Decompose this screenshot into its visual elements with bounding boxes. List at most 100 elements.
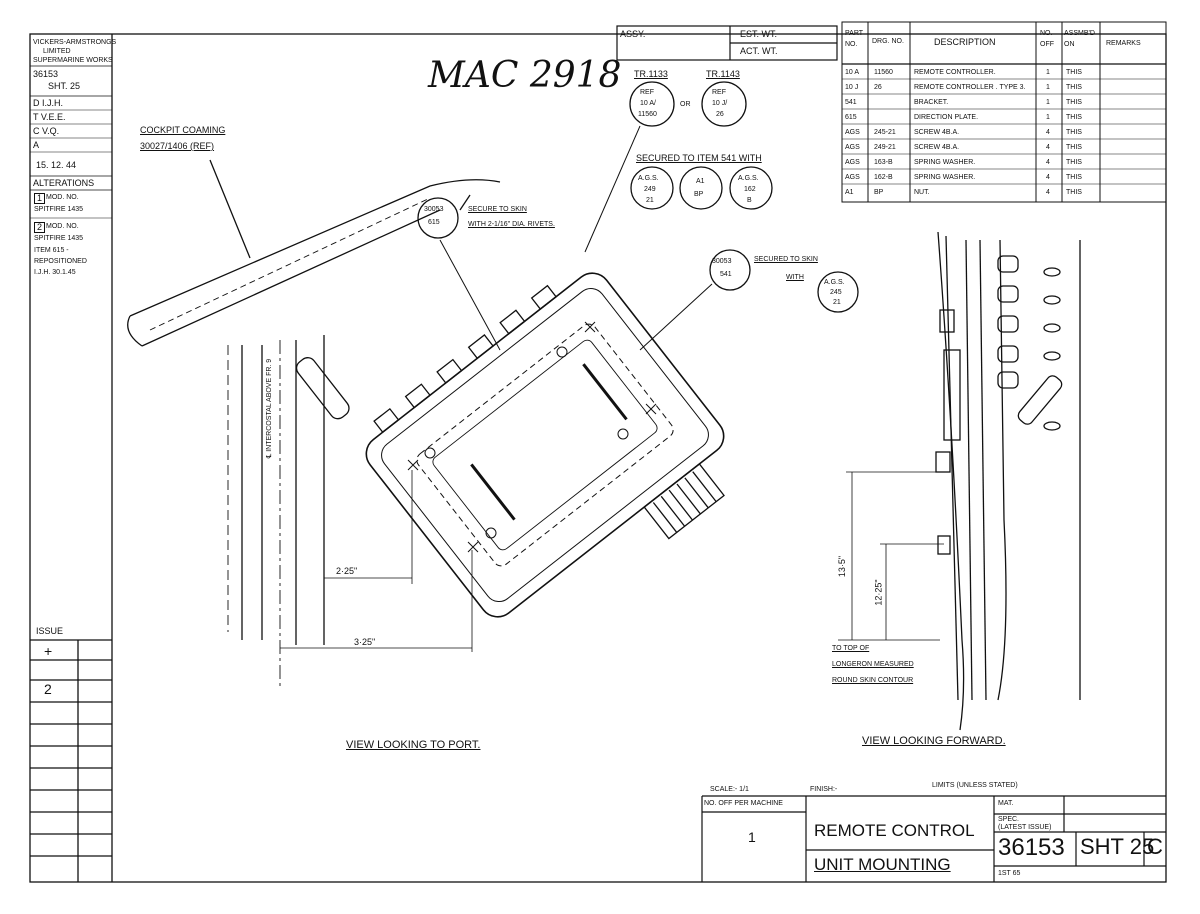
row-3-off: 1	[1046, 99, 1050, 106]
row-7-on: THIS	[1066, 159, 1082, 166]
secured-skin-label: SECURED TO SKIN	[754, 256, 818, 263]
header-assmbd-on: ASSMB'D ON	[1064, 30, 1095, 48]
ags162-line-3: B	[747, 197, 752, 204]
traced-by: T V.E.E.	[33, 112, 66, 122]
ref1-line-2: 10 A/	[640, 100, 656, 107]
b541-line-1: 30053	[712, 258, 732, 265]
row-8-on: THIS	[1066, 174, 1082, 181]
alteration-1-number: 1	[34, 193, 46, 204]
row-7-off: 4	[1046, 159, 1050, 166]
row-6-part: AGS	[845, 144, 860, 151]
alteration-2-line-2: SPITFIRE 1435	[34, 235, 84, 242]
row-8-desc: SPRING WASHER.	[914, 174, 976, 181]
row-6-on: THIS	[1066, 144, 1082, 151]
title-block-lines	[701, 795, 1166, 882]
row-9-desc: NUT.	[914, 189, 930, 196]
ref2-line-2: 10 J/	[712, 100, 728, 107]
row-9-part: A1	[845, 189, 854, 196]
scale-label: SCALE:- 1/1	[710, 786, 749, 793]
sheet-frame	[29, 33, 1167, 883]
forward-view-geometry	[838, 231, 1081, 731]
ags162-line-2: 162	[744, 186, 756, 193]
issue-note: 1st 65	[998, 870, 1021, 877]
port-view-geometry	[127, 125, 725, 690]
to-top-line-2: LONGERON MEASURED	[832, 661, 914, 668]
b615-line-2: 615	[428, 219, 440, 226]
dimension-12-25: 12·25"	[873, 579, 884, 606]
ags245-line-1: A.G.S.	[824, 279, 845, 286]
alteration-2-line-1: MOD. No.	[46, 223, 79, 230]
row-4-off: 1	[1046, 114, 1050, 121]
company-line-3: SUPERMARINE WORKS	[33, 57, 113, 64]
ref1-line-3: 11560	[638, 111, 657, 118]
row-7-part: AGS	[845, 159, 860, 166]
alteration-1-line-2: SPITFIRE 1435	[34, 206, 84, 213]
header-no-off: NO. OFF	[1040, 30, 1054, 48]
spec-line-1: SPEC.	[998, 816, 1020, 823]
row-8-part: AGS	[845, 174, 860, 181]
company-line-1: VICKERS-ARMSTRONGS	[33, 39, 117, 46]
alteration-2-line-3: ITEM 615 -	[34, 247, 69, 254]
drawing-number: 36153	[998, 834, 1065, 861]
row-1-drg: 11560	[874, 69, 893, 76]
ref2-line-1: REF	[712, 89, 726, 96]
row-6-desc: SCREW 4B.A.	[914, 144, 960, 151]
sheet-number: SHT 25	[1080, 834, 1155, 859]
row-2-desc: REMOTE CONTROLLER . TYPE 3.	[914, 84, 1026, 91]
dimension-3-25: 3·25"	[354, 637, 376, 647]
left-sheet-no: SHT. 25	[48, 81, 81, 91]
title-line-1: REMOTE CONTROL	[814, 821, 975, 840]
row-1-desc: REMOTE CONTROLLER.	[914, 69, 996, 76]
alteration-2-line-4: REPOSITIONED	[34, 258, 87, 265]
assy-label: ASSY.	[620, 29, 646, 39]
header-description: DESCRIPTION	[934, 37, 996, 47]
view-port-label: VIEW LOOKING TO PORT.	[346, 739, 481, 751]
row-3-part: 541	[845, 99, 857, 106]
row-6-drg: 249-21	[874, 144, 896, 151]
ags249-line-3: 21	[646, 197, 654, 204]
cockpit-ref-label: 30027/1406 (REF)	[140, 141, 215, 151]
row-2-off: 1	[1046, 84, 1050, 91]
header-remarks: REMARKS	[1106, 40, 1141, 47]
ags245-line-3: 21	[833, 299, 841, 306]
spec-line-2: (LATEST ISSUE)	[998, 824, 1052, 831]
rivets-label: WITH 2-1/16" DIA. RIVETS.	[468, 221, 555, 228]
drawing-size: C	[1147, 834, 1163, 859]
row-1-part: 10 A	[845, 69, 860, 76]
a1bp-line-1: A1	[696, 178, 705, 185]
b541-line-2: 541	[720, 271, 732, 278]
approved-by: A	[33, 140, 40, 150]
alteration-1-line-1: MOD. No.	[46, 194, 79, 201]
row-8-off: 4	[1046, 174, 1050, 181]
parts-table-lines	[841, 21, 1167, 203]
row-9-on: THIS	[1066, 189, 1082, 196]
to-top-line-1: TO TOP OF	[832, 645, 870, 652]
callout-balloons	[417, 81, 859, 313]
row-1-off: 1	[1046, 69, 1050, 76]
no-off-label: NO. OFF PER MACHINE	[704, 800, 783, 807]
row-5-desc: SCREW 4B.A.	[914, 129, 960, 136]
view-forward-label: VIEW LOOKING FORWARD.	[862, 735, 1006, 747]
dimension-2-25: 2·25"	[336, 566, 358, 576]
checked-by: C V.Q.	[33, 126, 60, 136]
drawing-date: 15. 12. 44	[36, 160, 77, 170]
ags249-line-1: A.G.S.	[638, 175, 659, 182]
with-label: WITH	[786, 274, 804, 281]
ags162-line-1: A.G.S.	[738, 175, 759, 182]
b615-line-1: 30053	[424, 206, 444, 213]
left-drawing-no: 36153	[33, 69, 59, 79]
row-4-part: 615	[845, 114, 857, 121]
act-weight-label: ACT. WT.	[740, 46, 778, 56]
or-label: OR	[680, 101, 691, 108]
dimension-13-5: 13·5"	[837, 555, 848, 578]
row-5-off: 4	[1046, 129, 1050, 136]
row-6-off: 4	[1046, 144, 1050, 151]
secure-skin-label: SECURE TO SKIN	[468, 206, 527, 213]
row-5-part: AGS	[845, 129, 860, 136]
row-3-on: THIS	[1066, 99, 1082, 106]
mat-label: MAT.	[998, 800, 1014, 807]
header-drg-no: DRG. NO.	[872, 38, 904, 45]
tr1133-label: TR.1133	[634, 69, 668, 79]
